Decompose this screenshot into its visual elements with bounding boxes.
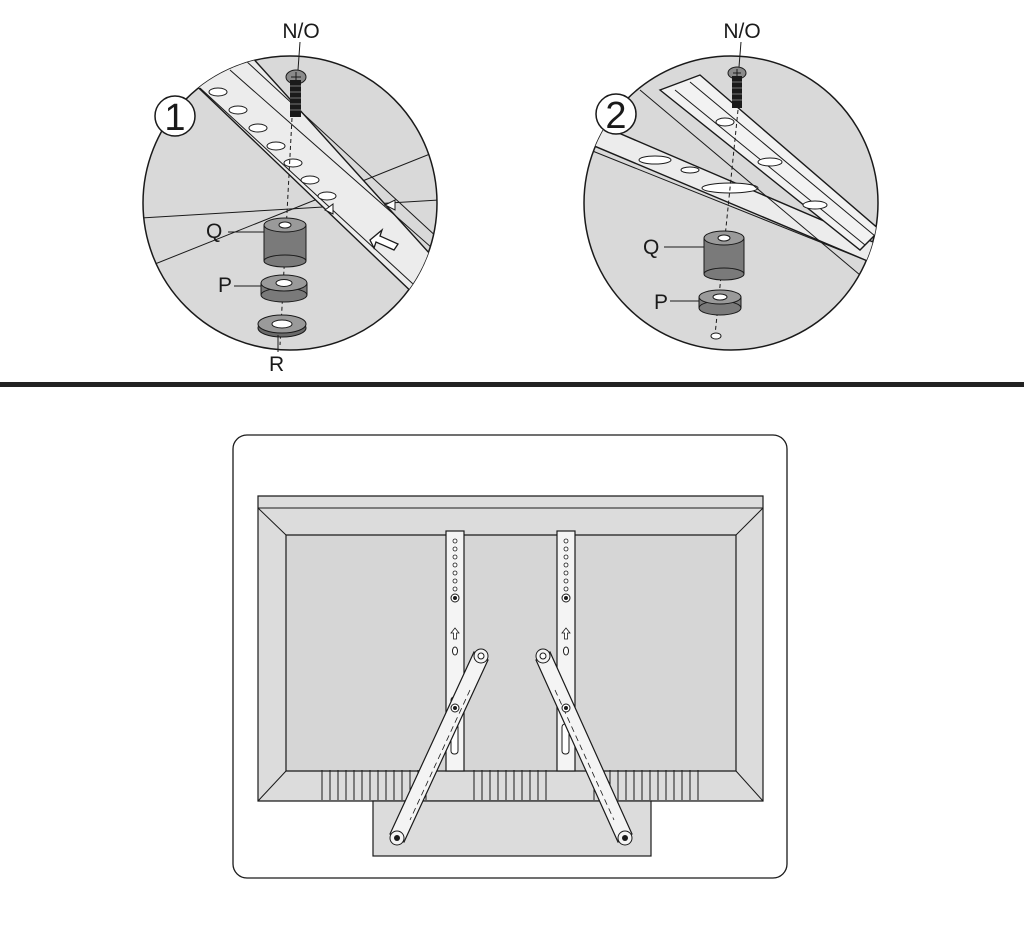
arrow-icon <box>369 228 399 251</box>
step1-label-ring: R <box>269 353 284 376</box>
screw-icon <box>285 69 307 117</box>
section-divider <box>0 382 1024 387</box>
step1-label-washer: P <box>218 274 232 297</box>
step2-detail: 2 N/O Q P <box>583 20 879 351</box>
left-support-arm <box>389 648 489 846</box>
washer-icon <box>698 289 742 316</box>
tv-vents <box>321 770 699 800</box>
step2-label-washer: P <box>654 291 668 314</box>
screw-icon <box>727 66 747 108</box>
step2-label-spacer: Q <box>643 236 659 259</box>
spacer-icon <box>703 230 745 281</box>
right-support-arm <box>535 648 633 846</box>
step1-number: 1 <box>164 97 185 139</box>
spacer-icon <box>263 217 307 268</box>
washer-icon <box>260 274 308 303</box>
ring-icon <box>257 314 307 338</box>
tv-rear-view <box>232 434 788 879</box>
step2-label-screw: N/O <box>723 20 760 43</box>
step1-detail: 1 N/O Q P R <box>142 20 438 376</box>
step1-label-spacer: Q <box>206 220 222 243</box>
step2-rail <box>584 74 878 276</box>
step2-number: 2 <box>605 95 626 137</box>
step1-label-screw: N/O <box>282 20 319 43</box>
